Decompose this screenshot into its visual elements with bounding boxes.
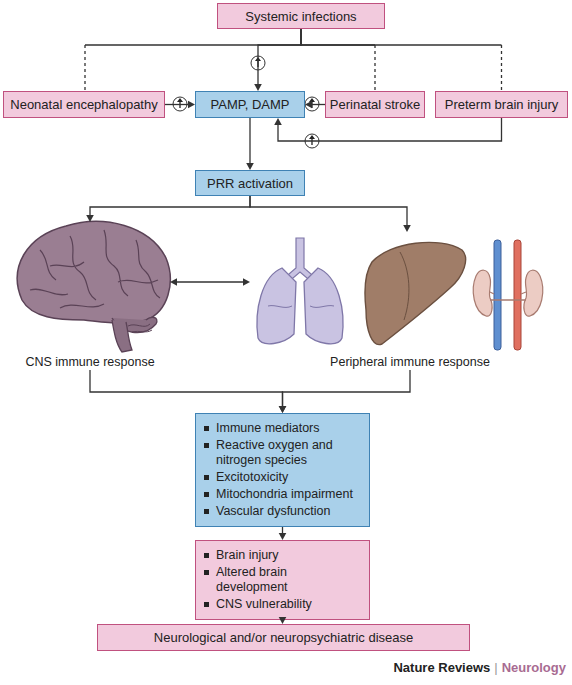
- list-item-text: Altered brain development: [216, 565, 361, 595]
- connector: [279, 527, 287, 540]
- list-item: Altered brain development: [204, 565, 361, 595]
- node-label: Systemic infections: [245, 9, 356, 24]
- separator: |: [494, 660, 497, 675]
- connector: [301, 29, 375, 91]
- brain-illustration: [17, 221, 170, 352]
- connector-line: [301, 29, 375, 45]
- bullet-mark: [204, 492, 209, 497]
- dashed-connector-line: [84, 45, 85, 91]
- bullet-mark: [204, 509, 209, 514]
- connector-line: [90, 370, 283, 408]
- list-item-text: Mitochondria impairment: [216, 487, 353, 502]
- list-item: Mitochondria impairment: [204, 487, 353, 502]
- connector-line: [85, 29, 301, 45]
- list-item-text: Brain injury: [216, 548, 279, 563]
- arrow-head: [279, 533, 287, 540]
- list-item-text: Excitotoxicity: [216, 470, 288, 485]
- arrow-head: [279, 406, 287, 413]
- source-box: Systemic infections: [217, 3, 385, 29]
- list-item-text: CNS vulnerability: [216, 597, 312, 612]
- arrow-head: [274, 118, 282, 125]
- node-label: Peripheral immune response: [330, 355, 490, 370]
- connector: [254, 29, 301, 91]
- list-item-text: Reactive oxygen and nitrogen species: [216, 438, 361, 468]
- connector: [250, 196, 411, 232]
- bullet-mark: [204, 426, 209, 431]
- journal-credit: Nature Reviews | Neurology: [393, 660, 566, 675]
- connector: [170, 278, 250, 286]
- increase-arrows: [177, 57, 315, 145]
- connector-line: [165, 104, 190, 105]
- connector: [85, 29, 301, 91]
- node-label: PAMP, DAMP: [211, 97, 290, 112]
- condition-box: Perinatal stroke: [325, 91, 425, 118]
- liver-illustration: [365, 242, 466, 344]
- connector: [305, 101, 325, 109]
- list-box: Immune mediatorsReactive oxygen and nitr…: [195, 413, 370, 527]
- list-item: Excitotoxicity: [204, 470, 288, 485]
- connector-line: [90, 196, 250, 217]
- node-label: Perinatal stroke: [330, 97, 420, 112]
- illustration-node: CNS immune response: [10, 222, 170, 370]
- node-label: CNS immune response: [25, 355, 154, 370]
- list-item: Brain injury: [204, 548, 279, 563]
- process-box: PAMP, DAMP: [195, 91, 305, 118]
- list-item: Immune mediators: [204, 421, 320, 436]
- connector-line: [249, 118, 250, 165]
- bullet-mark: [204, 475, 209, 480]
- connector-line: [250, 196, 407, 227]
- connector-line: [282, 527, 283, 535]
- connector-line: [175, 281, 245, 282]
- node-label: Preterm brain injury: [445, 97, 558, 112]
- connector: [90, 370, 286, 413]
- arrow-head: [86, 215, 94, 222]
- arrow-head: [279, 406, 287, 413]
- arrow-head: [188, 101, 195, 109]
- list-item-text: Vascular dysfunction: [216, 504, 330, 519]
- connector-line: [278, 118, 502, 141]
- list-item: Reactive oxygen and nitrogen species: [204, 438, 361, 468]
- list-box: Brain injuryAltered brain developmentCNS…: [195, 540, 370, 620]
- connector-line: [283, 370, 411, 408]
- bullet-mark: [204, 443, 209, 448]
- bullet-mark: [204, 570, 209, 575]
- journal-name: Nature Reviews: [393, 660, 490, 675]
- arrow-head: [403, 225, 411, 232]
- connector: [165, 101, 195, 109]
- bullet-mark: [204, 553, 209, 558]
- connector-line: [310, 104, 325, 105]
- list-item: CNS vulnerability: [204, 597, 312, 612]
- arrow-head: [254, 84, 262, 91]
- lungs-illustration: [257, 238, 343, 344]
- arrow-head: [243, 278, 250, 286]
- dashed-connector-line: [374, 45, 375, 91]
- arrow-head: [305, 101, 312, 109]
- connector: [246, 118, 254, 170]
- list-item-text: Immune mediators: [216, 421, 320, 436]
- node-label: Neurological and/or neuropsychiatric dis…: [154, 630, 413, 645]
- node-label: Neonatal encephalopathy: [10, 97, 157, 112]
- arrow-head: [170, 278, 177, 286]
- increase-symbols: [173, 56, 319, 148]
- process-box: PRR activation: [195, 170, 305, 196]
- dashed-connector-line: [501, 45, 502, 91]
- connector: [279, 370, 410, 413]
- illustration-node: Peripheral immune response: [250, 232, 570, 370]
- connector-line: [258, 29, 301, 86]
- list-item: Vascular dysfunction: [204, 504, 330, 519]
- connector: [301, 29, 502, 91]
- outcome-box: Neurological and/or neuropsychiatric dis…: [97, 624, 470, 651]
- connector: [86, 196, 250, 222]
- connector-line: [301, 29, 502, 45]
- journal-section: Neurology: [502, 660, 566, 675]
- bullet-mark: [204, 602, 209, 607]
- node-label: PRR activation: [207, 176, 293, 191]
- connector: [274, 118, 501, 141]
- kidney-illustration: [473, 240, 543, 350]
- condition-box: Preterm brain injury: [435, 91, 568, 118]
- condition-box: Neonatal encephalopathy: [3, 91, 165, 118]
- arrow-head: [246, 163, 254, 170]
